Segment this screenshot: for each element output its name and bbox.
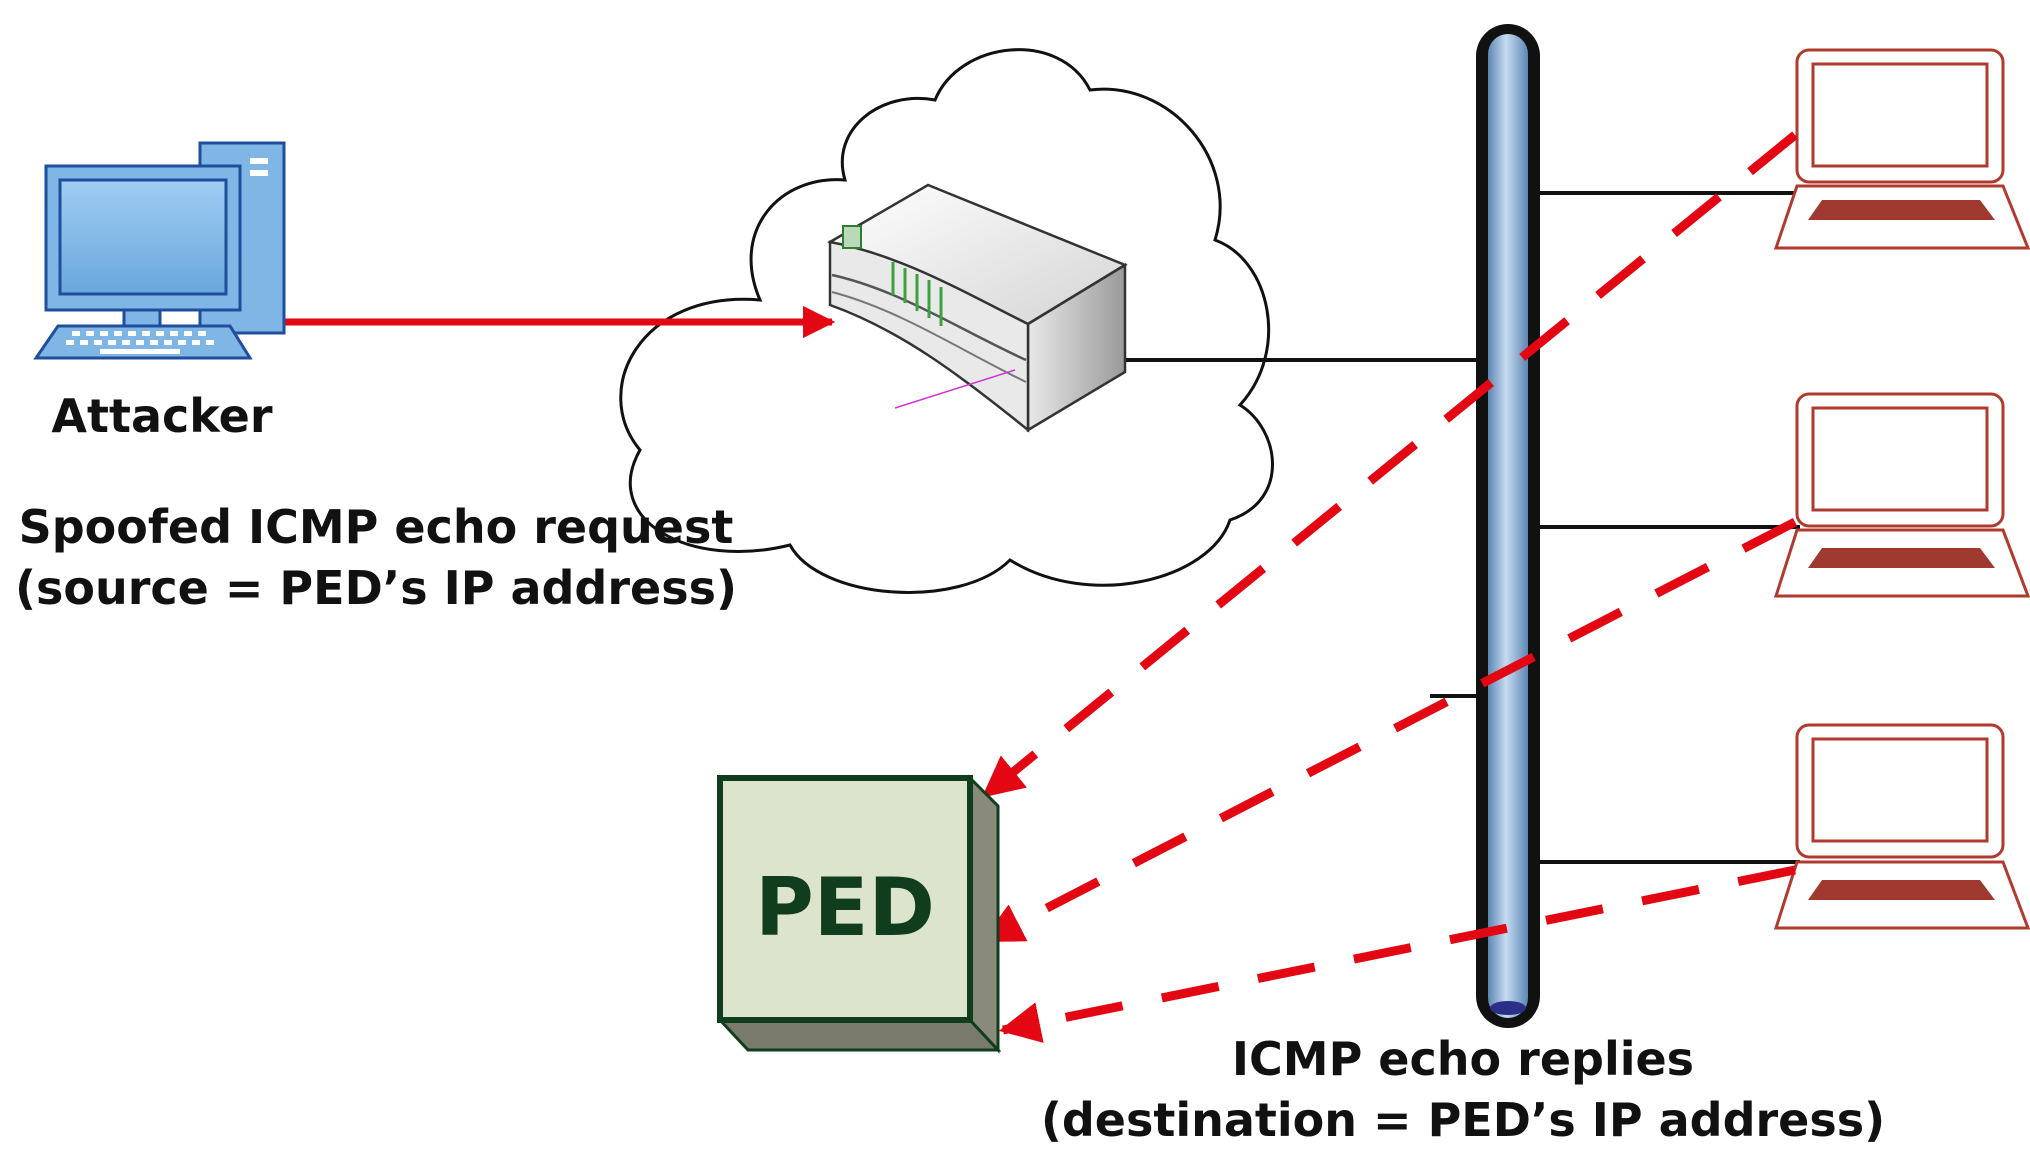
host-links <box>1430 191 1800 864</box>
router-icon <box>827 183 1128 433</box>
ped-box-icon: PED <box>716 774 1002 1054</box>
laptop-icon <box>1773 392 2030 598</box>
network-bus-icon <box>1476 24 1540 1028</box>
request-label-line1: Spoofed ICMP echo request <box>19 500 734 554</box>
echo-reply-arrow <box>981 131 1798 799</box>
laptop-icon <box>1773 723 2030 930</box>
echo-reply-arrow <box>981 518 1798 944</box>
echo-reply-arrow <box>998 865 1796 1043</box>
request-label-line2: (source = PED’s IP address) <box>15 561 737 615</box>
laptop-icon <box>1773 48 2030 250</box>
echo-reply-arrows <box>981 131 1798 1043</box>
replies-label-line2: (destination = PED’s IP address) <box>1041 1093 1885 1147</box>
desktop-computer-icon <box>33 141 286 360</box>
attacker-label: Attacker <box>51 389 272 443</box>
ped-label: PED <box>755 861 935 954</box>
replies-label-line1: ICMP echo replies <box>1232 1032 1694 1086</box>
